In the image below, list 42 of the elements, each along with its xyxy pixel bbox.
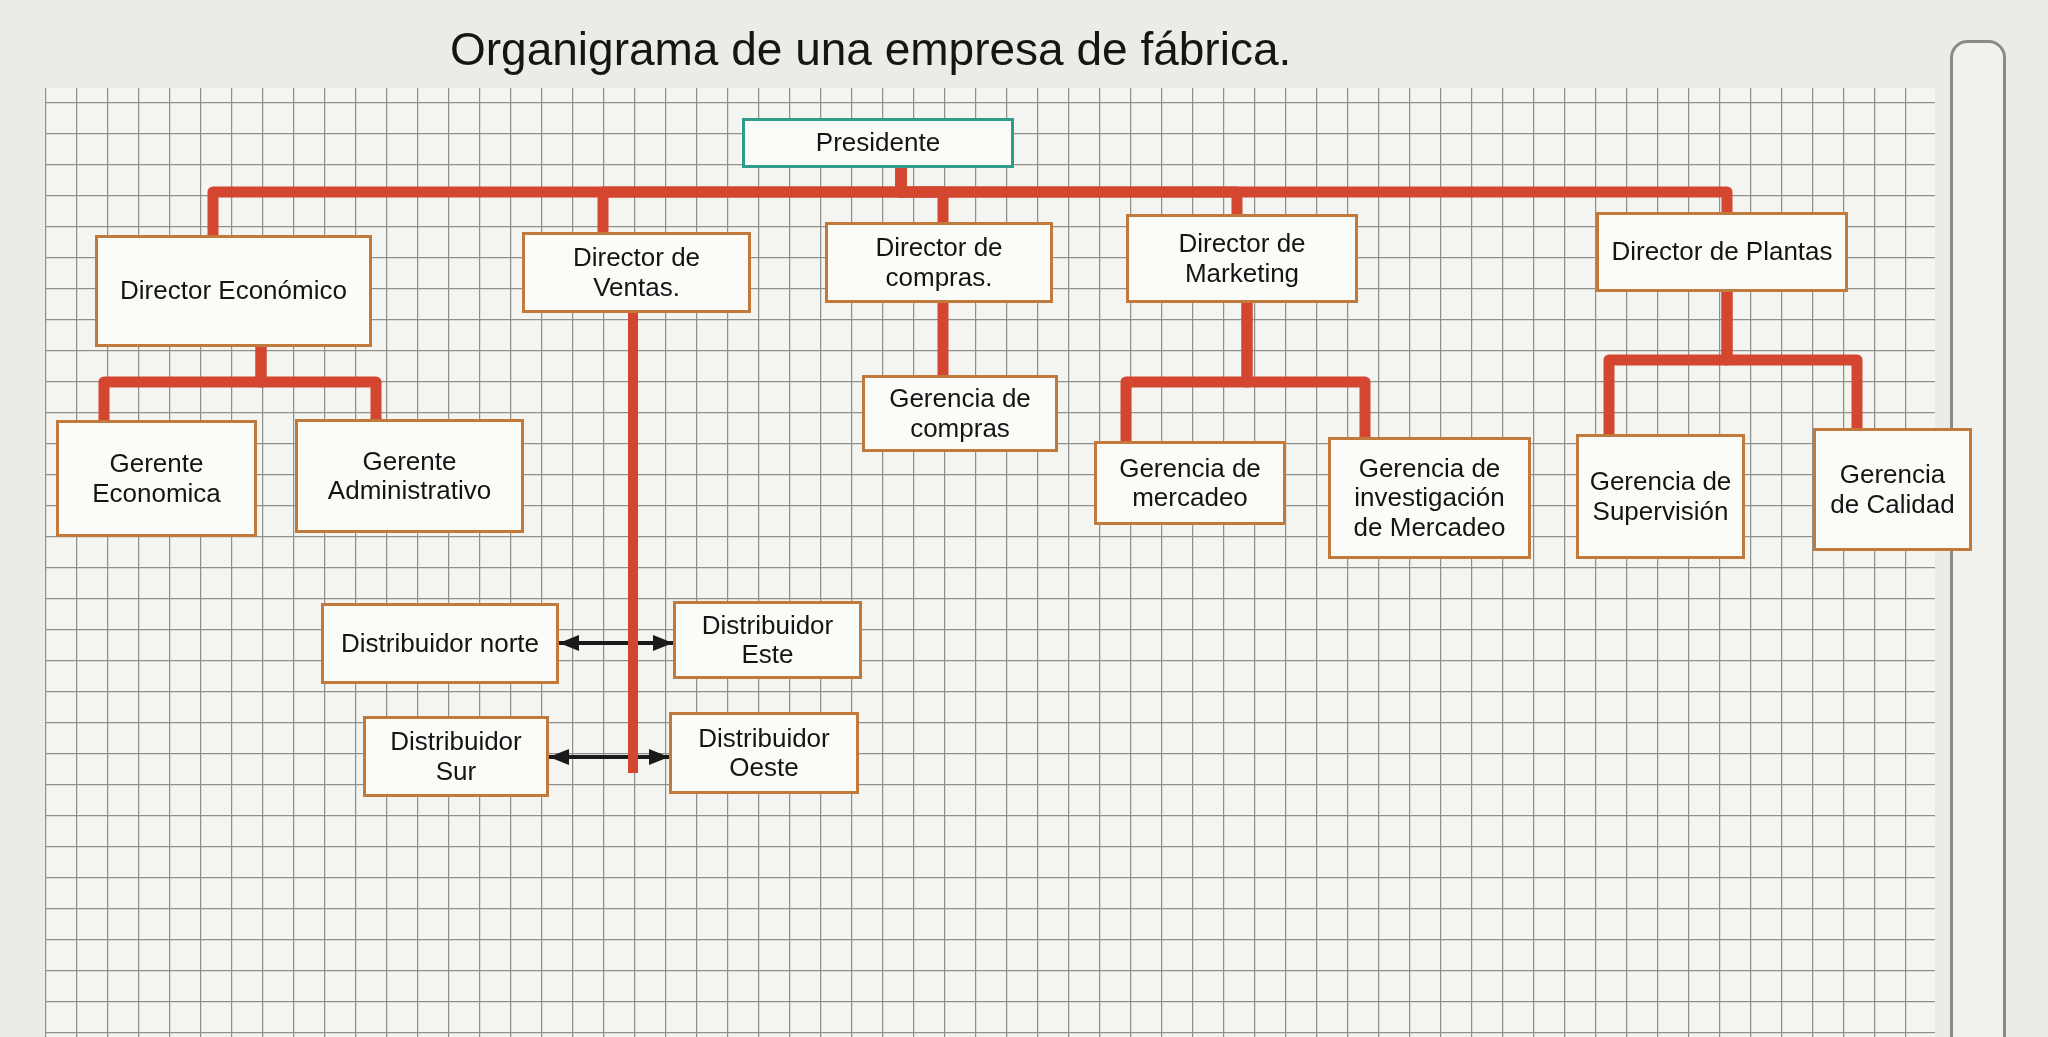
position-title: Director de compras. bbox=[874, 233, 1004, 292]
position-box bbox=[1328, 437, 1531, 559]
position-title: Distribuidor Este bbox=[700, 610, 835, 670]
position-box bbox=[1094, 441, 1286, 525]
position-box bbox=[295, 419, 524, 533]
position-box bbox=[56, 420, 257, 537]
position-title: Director de Plantas bbox=[1611, 237, 1833, 267]
position-box bbox=[825, 222, 1053, 303]
position-title: Presidente bbox=[815, 128, 941, 158]
arrow bbox=[549, 749, 628, 765]
position-box bbox=[1576, 434, 1745, 559]
position-title: Gerente Economica bbox=[91, 449, 222, 508]
position-title: Gerencia de Calidad bbox=[1829, 460, 1956, 519]
position-box bbox=[862, 375, 1058, 452]
position-title: Distribuidor norte bbox=[341, 628, 539, 659]
position-box bbox=[522, 232, 751, 313]
position-title: Director Económico bbox=[120, 276, 347, 306]
arrow bbox=[638, 635, 673, 651]
position-box bbox=[742, 118, 1014, 168]
position-box bbox=[95, 235, 372, 347]
connector-line bbox=[628, 313, 638, 773]
position-box bbox=[1126, 214, 1358, 303]
arrow bbox=[638, 749, 669, 765]
position-title: Gerencia de compras bbox=[888, 384, 1032, 443]
position-box bbox=[363, 716, 549, 797]
position-box bbox=[1813, 428, 1972, 551]
diagram-title: Organigrama de una empresa de fábrica. bbox=[450, 22, 1292, 76]
arrow bbox=[559, 635, 628, 651]
position-title: Gerencia de investigación de Mercadeo bbox=[1352, 454, 1507, 542]
position-box bbox=[321, 603, 559, 684]
position-title: Gerencia de Supervisión bbox=[1588, 467, 1733, 526]
position-title: Distribuidor Oeste bbox=[697, 723, 831, 783]
position-title: Director de Marketing bbox=[1177, 229, 1307, 288]
position-box bbox=[1596, 212, 1848, 292]
position-title: Gerente Administrativo bbox=[326, 446, 493, 506]
position-title: Director de Ventas. bbox=[571, 243, 702, 302]
position-title: Distribuidor Sur bbox=[389, 727, 523, 786]
connector-line bbox=[255, 347, 382, 419]
position-box bbox=[673, 601, 862, 679]
position-title: Gerencia de mercadeo bbox=[1118, 453, 1262, 513]
connector-line bbox=[895, 168, 1733, 212]
position-box bbox=[669, 712, 859, 794]
